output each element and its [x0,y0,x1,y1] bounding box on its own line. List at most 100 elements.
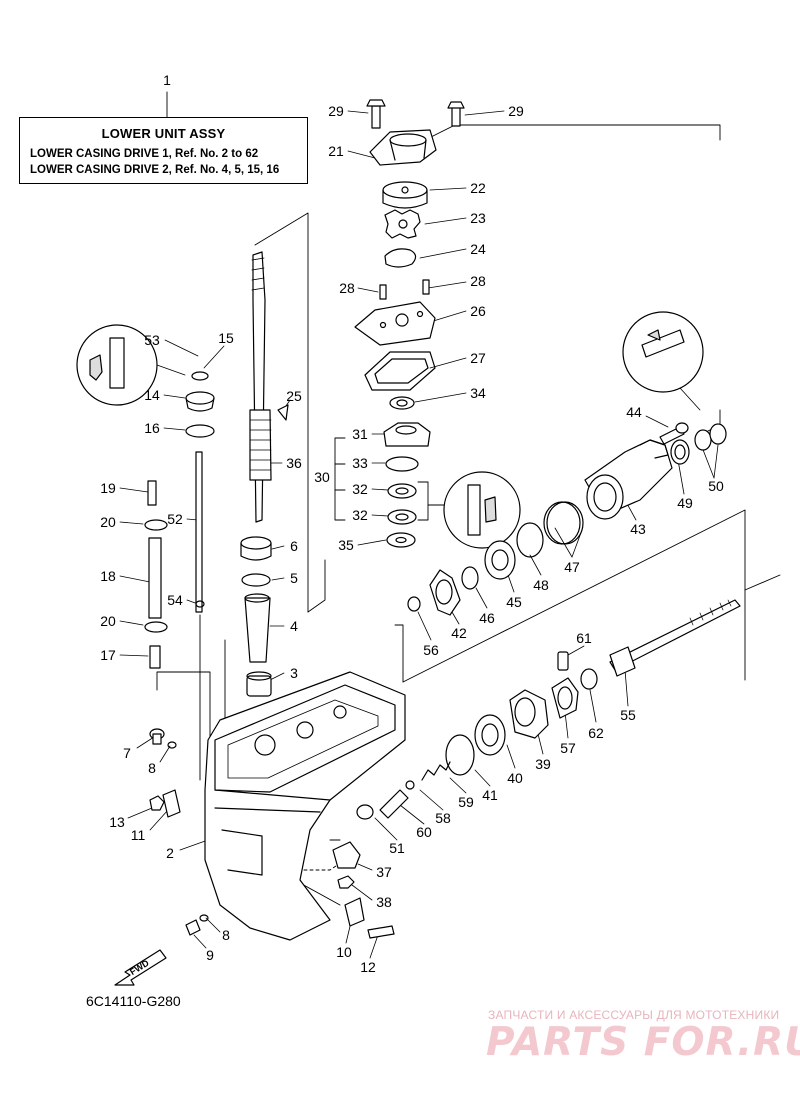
tube-18 [148,537,162,619]
washer-35 [386,532,416,548]
callout-15: 15 [218,330,234,346]
propeller-shaft-55 [609,599,741,677]
o-ring-16 [185,424,215,438]
callout-8: 8 [222,927,230,943]
callout-42: 42 [451,625,467,641]
callout-51: 51 [389,840,405,856]
callout-29: 29 [328,103,344,119]
callout-49: 49 [677,495,693,511]
callout-20: 20 [100,613,116,629]
callout-38: 38 [376,894,392,910]
callout-56: 56 [423,642,439,658]
dog-clutch-57 [551,677,579,719]
oil-seal-housing-31 [383,422,431,447]
inset-detail-right [622,311,704,411]
callout-47: 47 [564,559,580,575]
callout-41: 41 [482,787,498,803]
callout-53: 53 [144,332,160,348]
callout-22: 22 [470,180,486,196]
callout-24: 24 [470,241,486,257]
o-ring-15 [191,371,209,381]
pin-54 [195,600,205,608]
callout-57: 57 [560,740,576,756]
callout-19: 19 [100,480,116,496]
shim-48 [516,522,544,558]
callout-34: 34 [470,385,486,401]
callout-5: 5 [290,570,298,586]
callout-55: 55 [620,707,636,723]
callout-14: 14 [144,387,160,403]
bolt-9 [185,919,201,936]
callout-18: 18 [100,568,116,584]
callout-39: 39 [535,756,551,772]
pin-61 [557,651,569,671]
outer-plate-cartridge [354,301,436,346]
callout-17: 17 [100,647,116,663]
plate-11 [162,789,181,818]
callout-58: 58 [435,810,451,826]
oil-seal-34 [389,396,415,410]
callout-26: 26 [470,303,486,319]
shim-5 [241,573,271,587]
callout-11: 11 [131,827,146,843]
fwd-arrow-icon [114,949,167,986]
bearing-45 [484,540,516,580]
callout-43: 43 [630,521,646,537]
oil-seals-32 [387,483,417,525]
callout-1: 1 [163,72,171,88]
connector-17 [149,645,161,669]
callout-21: 21 [328,143,344,159]
inset-detail-middle [443,471,521,549]
bearing-40 [474,714,506,756]
nut-13 [149,795,165,811]
plate-10 [344,897,365,927]
shift-rod-52 [195,451,203,613]
ball-58 [405,780,415,790]
forward-gear-39 [509,689,549,739]
callout-31: 31 [352,426,368,442]
bearing-49 [670,439,690,465]
callout-32: 32 [352,507,368,523]
pump-insert-cartridge [382,181,428,209]
callout-54: 54 [167,592,183,608]
callout-4: 4 [290,618,298,634]
drawing-code: 6C14110-G280 [86,993,181,1009]
washer-56 [407,596,421,612]
callout-28: 28 [339,280,355,296]
callout-16: 16 [144,420,160,436]
title-box-line-1: LOWER CASING DRIVE 1, Ref. No. 2 to 62 [30,148,259,160]
drive-shaft [249,251,272,523]
callout-61: 61 [576,630,592,646]
callout-40: 40 [507,770,523,786]
callout-20: 20 [100,514,116,530]
callout-35: 35 [338,537,354,553]
callout-52: 52 [167,511,183,527]
callout-3: 3 [290,665,298,681]
impeller [384,209,421,239]
callout-50: 50 [708,478,724,494]
callout-2: 2 [166,845,174,861]
o-rings-47 [543,501,584,545]
washer-8-top [167,741,177,749]
bolt-7 [149,728,165,745]
bolt-12 [367,925,395,939]
cam-follower-51 [356,804,374,820]
propeller-shaft-housing [584,439,673,520]
watermark-caption: ЗАПЧАСТИ И АКСЕССУАРЫ ДЛЯ МОТОТЕХНИКИ [488,1008,780,1022]
o-ring-33 [385,456,419,472]
bushing-14 [185,391,215,412]
title-box-heading: LOWER UNIT ASSY [101,126,226,141]
callout-7: 7 [123,745,131,761]
o-ring-24 [384,248,417,268]
callout-60: 60 [416,824,432,840]
callout-45: 45 [506,594,522,610]
grommets-20 [144,519,168,633]
connector-19 [147,480,157,506]
gasket-27 [364,351,436,391]
pinion-37 [332,841,361,869]
callout-28: 28 [470,273,486,289]
callout-23: 23 [470,210,486,226]
clip-62 [580,668,598,690]
callout-44: 44 [626,404,642,420]
spring-59 [421,761,451,781]
